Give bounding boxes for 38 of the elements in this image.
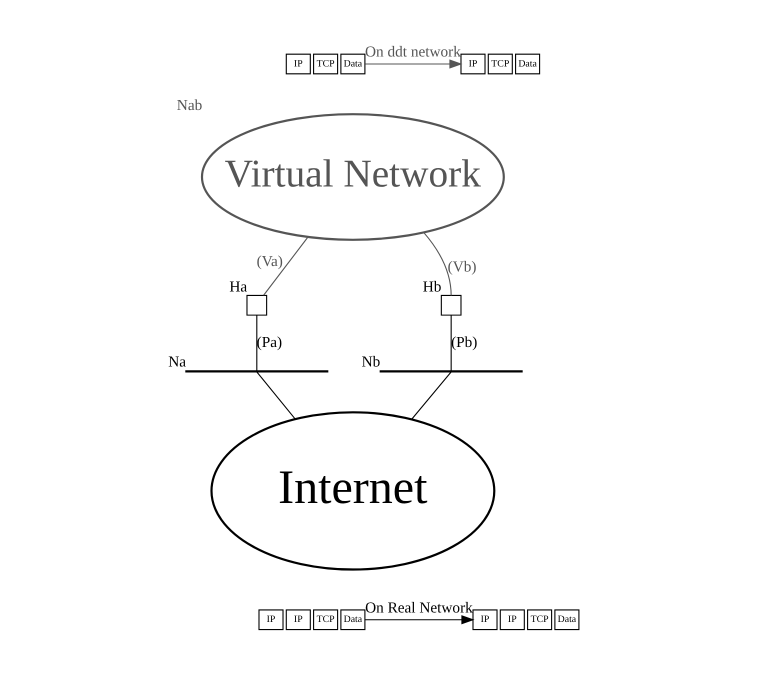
node-box xyxy=(440,294,462,316)
node-label: Na xyxy=(168,354,186,371)
edge-label: On ddt network xyxy=(364,44,460,61)
connector xyxy=(450,315,452,371)
node-box: TCP xyxy=(526,609,552,630)
node-box: IP xyxy=(472,609,498,630)
node-ellipse: Internet xyxy=(210,411,495,571)
arrow xyxy=(364,59,462,69)
connector xyxy=(256,372,296,420)
node-box xyxy=(246,294,267,316)
node-box: IP xyxy=(258,609,284,630)
node-box: TCP xyxy=(312,54,338,74)
node-box: IP xyxy=(460,54,486,74)
node-box: IP xyxy=(499,609,524,630)
edge-label: (Va) xyxy=(256,252,282,270)
node-box: TCP xyxy=(487,54,512,74)
arrow xyxy=(364,615,474,624)
node-box: Data xyxy=(340,609,365,630)
node-box: Data xyxy=(554,609,579,630)
node-box: Data xyxy=(514,54,540,74)
edge-label: (Vb) xyxy=(447,258,476,276)
connector xyxy=(256,315,257,371)
node-box: Data xyxy=(340,54,365,74)
node-label: Nab xyxy=(176,97,202,114)
connector xyxy=(422,232,452,296)
connector xyxy=(262,236,308,296)
node-box: IP xyxy=(285,54,310,74)
node-label: Hb xyxy=(422,278,441,296)
node-bar xyxy=(184,370,328,372)
connector xyxy=(410,372,451,420)
node-box: TCP xyxy=(312,609,338,630)
edge-label: (Pb) xyxy=(450,334,477,351)
node-bar xyxy=(379,370,522,372)
edge-label: On Real Network xyxy=(364,599,472,616)
node-label: Nb xyxy=(361,354,380,371)
node-label: Ha xyxy=(228,278,247,296)
node-ellipse: Virtual Network xyxy=(200,113,504,241)
node-box: IP xyxy=(285,609,310,630)
